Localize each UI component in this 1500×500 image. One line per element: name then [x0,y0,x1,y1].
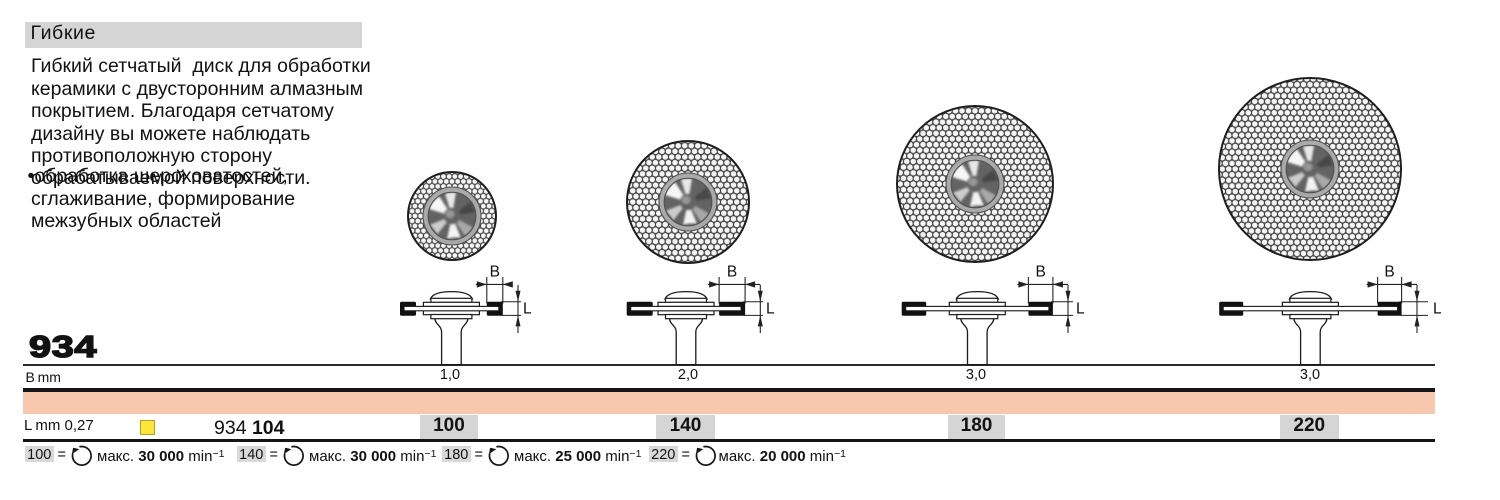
svg-text:L: L [766,301,775,318]
svg-text:B: B [490,264,500,281]
svg-text:L: L [523,301,532,318]
svg-text:L: L [1433,301,1442,318]
svg-text:B: B [727,264,737,281]
svg-text:B: B [1384,264,1394,281]
svg-text:B: B [1035,264,1045,281]
svg-text:L: L [1076,301,1085,318]
